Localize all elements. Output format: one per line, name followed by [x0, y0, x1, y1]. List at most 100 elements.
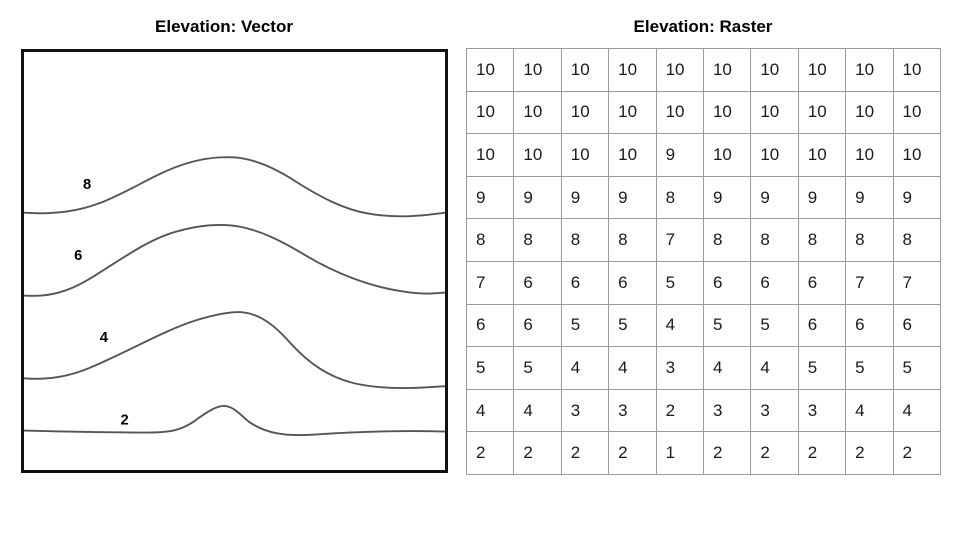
contour-label: 2 — [120, 413, 128, 429]
contour-lines-group: 8 6 4 2 — [24, 156, 445, 436]
raster-cell: 10 — [655, 90, 704, 135]
raster-cell: 4 — [892, 388, 941, 433]
raster-cell: 6 — [513, 260, 562, 305]
raster-cell: 6 — [845, 303, 894, 348]
raster-cell: 10 — [797, 133, 847, 177]
raster-cell: 10 — [513, 48, 562, 92]
raster-cell: 9 — [560, 175, 610, 220]
raster-cell: 2 — [702, 431, 752, 475]
raster-cell: 6 — [465, 303, 515, 348]
raster-cell: 10 — [892, 90, 941, 135]
contour-map-svg: 8 6 4 2 — [24, 156, 445, 436]
raster-cell: 2 — [892, 431, 941, 475]
raster-cell: 1 — [655, 431, 704, 475]
raster-cell: 4 — [513, 388, 562, 433]
raster-cell: 10 — [797, 90, 847, 135]
raster-cell: 5 — [702, 303, 752, 348]
contour-line — [24, 311, 445, 389]
raster-cell: 4 — [655, 303, 704, 348]
raster-cell: 9 — [797, 175, 847, 220]
raster-cell: 10 — [608, 133, 657, 177]
raster-cell: 3 — [560, 388, 610, 433]
raster-cell: 2 — [560, 431, 610, 475]
raster-cell: 7 — [845, 260, 894, 305]
raster-cell: 10 — [797, 48, 847, 92]
raster-cell: 9 — [655, 133, 704, 177]
raster-cell: 7 — [892, 260, 941, 305]
raster-cell: 5 — [655, 260, 704, 305]
raster-cell: 8 — [608, 218, 657, 262]
raster-cell: 10 — [513, 90, 562, 135]
raster-cell: 8 — [513, 218, 562, 262]
raster-cell: 10 — [845, 48, 894, 92]
raster-cell: 4 — [465, 388, 515, 433]
contour-label: 4 — [100, 330, 109, 346]
raster-cell: 8 — [702, 218, 752, 262]
raster-panel-title: Elevation: Raster — [633, 17, 773, 36]
raster-cell: 8 — [465, 218, 515, 262]
raster-cell: 10 — [750, 133, 799, 177]
raster-cell: 5 — [513, 346, 562, 390]
raster-cell: 6 — [750, 260, 799, 305]
raster-cell: 3 — [750, 388, 799, 433]
raster-cell: 10 — [513, 133, 562, 177]
raster-cell: 8 — [655, 175, 704, 220]
raster-cell: 3 — [702, 388, 752, 433]
raster-cell: 10 — [892, 133, 941, 177]
raster-cell: 10 — [845, 133, 894, 177]
raster-cell: 10 — [465, 48, 515, 92]
raster-cell: 8 — [797, 218, 847, 262]
raster-cell: 10 — [845, 90, 894, 135]
raster-cell: 10 — [465, 90, 515, 135]
raster-cell: 9 — [465, 175, 515, 220]
contour-line — [24, 404, 445, 436]
raster-cell: 2 — [797, 431, 847, 475]
vector-panel-title: Elevation: Vector — [155, 17, 293, 36]
raster-cell: 10 — [892, 48, 941, 92]
raster-cell: 5 — [845, 346, 894, 390]
raster-cell: 10 — [750, 90, 799, 135]
raster-cell: 10 — [702, 48, 752, 92]
raster-cell: 9 — [750, 175, 799, 220]
raster-cell: 8 — [892, 218, 941, 262]
raster-cell: 5 — [560, 303, 610, 348]
raster-cell: 2 — [655, 388, 704, 433]
raster-cell: 6 — [702, 260, 752, 305]
raster-cell: 5 — [750, 303, 799, 348]
raster-cell: 4 — [702, 346, 752, 390]
raster-cell: 4 — [750, 346, 799, 390]
contour-line — [24, 223, 445, 297]
raster-cell: 6 — [797, 303, 847, 348]
raster-cell: 6 — [608, 260, 657, 305]
raster-cell: 3 — [608, 388, 657, 433]
raster-cell: 10 — [608, 48, 657, 92]
raster-cell: 8 — [560, 218, 610, 262]
raster-cell: 2 — [465, 431, 515, 475]
raster-cell: 3 — [655, 346, 704, 390]
contour-label: 8 — [83, 177, 91, 193]
contour-label: 6 — [74, 248, 82, 264]
raster-cell: 10 — [560, 90, 610, 135]
raster-cell: 6 — [513, 303, 562, 348]
raster-cell: 9 — [513, 175, 562, 220]
raster-cell: 6 — [892, 303, 941, 348]
raster-cell: 9 — [845, 175, 894, 220]
raster-cell: 2 — [513, 431, 562, 475]
raster-cell: 4 — [608, 346, 657, 390]
raster-cell: 2 — [750, 431, 799, 475]
raster-cell: 10 — [750, 48, 799, 92]
raster-cell: 7 — [655, 218, 704, 262]
vector-map-panel: 8 6 4 2 — [21, 49, 448, 473]
raster-cell: 3 — [797, 388, 847, 433]
